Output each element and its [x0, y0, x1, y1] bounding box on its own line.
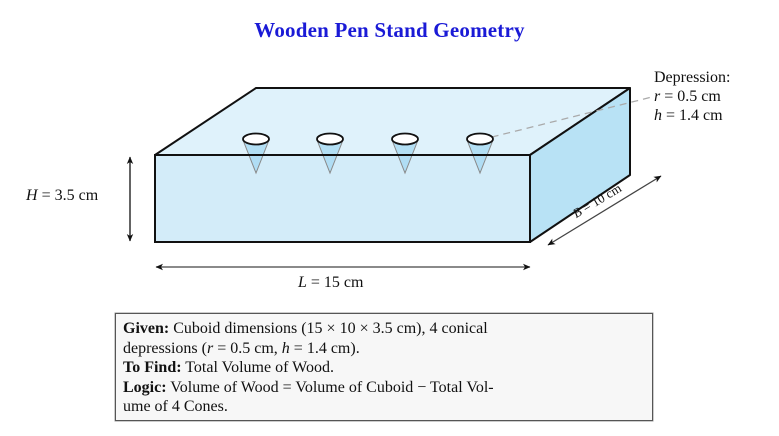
logic-line-1: Logic: Volume of Wood = Volume of Cuboid… — [123, 378, 494, 396]
given-line-1: Given: Cuboid dimensions (15 × 10 × 3.5 … — [123, 320, 488, 337]
cone-depression-1 — [242, 132, 270, 175]
depression-radius: r = 0.5 cm — [654, 88, 721, 105]
diagram-title: Wooden Pen Stand Geometry — [254, 18, 525, 42]
cuboid-front-face — [154, 154, 531, 243]
cone-depression-4 — [466, 132, 494, 175]
cone-depression-2 — [316, 132, 344, 175]
depression-height: h = 1.4 cm — [654, 107, 723, 124]
breadth-dimension-arrow — [547, 175, 662, 246]
given-line-2: depressions (r = 0.5 cm, h = 1.4 cm). — [123, 339, 360, 357]
cone-depression-3 — [391, 132, 419, 175]
length-label: L = 15 cm — [298, 274, 364, 291]
logic-line-2: ume of 4 Cones. — [123, 398, 228, 415]
problem-info-box: Given: Cuboid dimensions (15 × 10 × 3.5 … — [115, 313, 653, 421]
depression-leader-line — [479, 96, 653, 141]
depression-label: Depression: r = 0.5 cm h = 1.4 cm — [654, 68, 730, 125]
height-label: H = 3.5 cm — [26, 187, 99, 204]
to-find-line: To Find: Total Volume of Wood. — [123, 359, 334, 376]
depression-title: Depression: — [654, 69, 731, 86]
